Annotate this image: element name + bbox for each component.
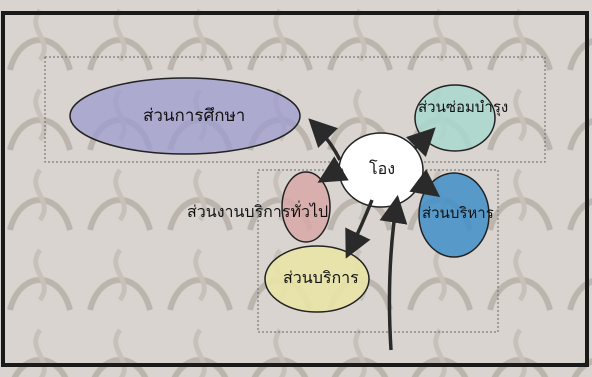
label-education: ส่วนการศึกษา — [143, 108, 245, 125]
label-administration: ส่วนบริหาร — [422, 206, 494, 221]
node-maintenance — [415, 85, 495, 151]
label-center: โอง — [369, 161, 395, 177]
label-service: ส่วนบริการ — [283, 270, 359, 286]
label-general-services: ส่วนงานบริการทั่วไป — [187, 204, 328, 220]
label-maintenance: ส่วนซ่อมบำรุง — [418, 100, 508, 115]
